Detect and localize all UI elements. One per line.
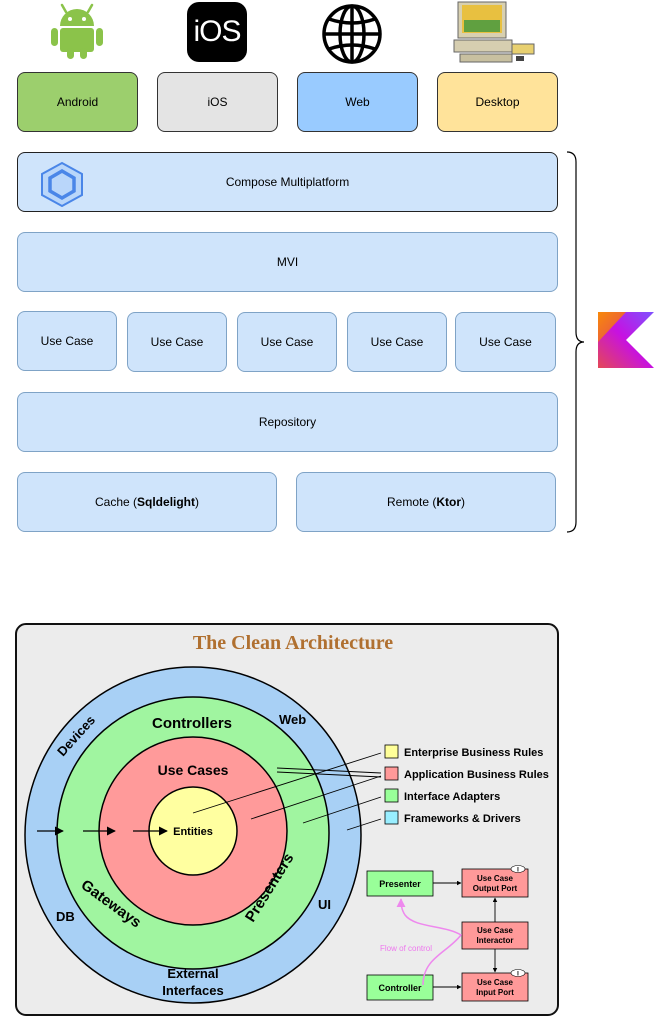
external-label-line1: External (167, 966, 218, 981)
use-case-label: Use Case (370, 335, 424, 349)
use-case-label: Use Case (40, 334, 94, 348)
legend-pointer-line (346, 818, 382, 831)
repository-label: Repository (258, 415, 317, 429)
kotlin-logo-icon (598, 312, 654, 368)
remote-prefix: Remote ( (386, 495, 437, 509)
legend-label-application: Application Business Rules (404, 769, 549, 781)
external-label-line2: Interfaces (162, 983, 223, 998)
use-case-box: Use Case (237, 312, 337, 372)
use-case-label: Use Case (479, 335, 532, 349)
interface-marker-label: I (517, 972, 519, 978)
controllers-label: Controllers (152, 715, 232, 732)
input-port-label-line2: Input Port (476, 988, 514, 997)
controller-box (366, 974, 434, 1001)
platform-web-label: Web (345, 95, 370, 109)
platform-desktop-label: Desktop (475, 95, 520, 109)
platform-ios-label: iOS (207, 95, 228, 109)
legend-pointer-line (192, 752, 382, 814)
cache-layer: Cache (Sqldelight) (17, 472, 277, 532)
legend-swatch-enterprise (384, 744, 399, 759)
web-label: Web (279, 712, 306, 727)
remote-label: Remote (Ktor) (387, 495, 465, 509)
platform-web-box: Web (297, 72, 418, 132)
remote-suffix: ) (461, 495, 466, 509)
controller-label: Controller (378, 983, 421, 993)
use-case-box: Use Case (17, 311, 117, 371)
remote-name: Ktor (436, 495, 462, 509)
legend-swatch-application (384, 766, 399, 781)
clean-architecture-diagram: The Clean Architecture Devices Web DB UI… (15, 623, 559, 1016)
globe-icon (322, 4, 382, 64)
compose-multiplatform-label: Compose Multiplatform (225, 175, 350, 189)
remote-layer: Remote (Ktor) (296, 472, 556, 532)
input-port-box (461, 972, 529, 1002)
ui-label: UI (318, 897, 331, 912)
ios-logo-text: iOS (193, 15, 241, 48)
mvi-layer: MVI (17, 232, 558, 292)
legend-label-frameworks: Frameworks & Drivers (404, 813, 521, 825)
presenter-label: Presenter (379, 879, 421, 889)
platform-desktop-box: Desktop (437, 72, 558, 132)
legend-label-interface-adapters: Interface Adapters (404, 791, 500, 803)
interactor-box (461, 921, 529, 950)
entities-label: Entities (173, 826, 213, 838)
use-case-box: Use Case (347, 312, 447, 372)
flow-of-control-label: Flow of control (380, 944, 432, 953)
presenter-box (366, 870, 434, 897)
legend-pointer-line (276, 771, 382, 778)
cache-label: Cache (Sqldelight) (95, 495, 199, 509)
interface-marker-icon (510, 865, 526, 873)
output-port-label-line2: Output Port (473, 884, 518, 893)
platform-android-box: Android (17, 72, 138, 132)
legend-pointer-line (276, 767, 382, 774)
legend-pointer-line (302, 796, 382, 824)
flow-of-control-curve (396, 898, 463, 986)
legend-swatch-frameworks (384, 810, 399, 825)
cache-name: Sqldelight (137, 495, 196, 509)
use-cases-label: Use Cases (158, 762, 229, 778)
interface-marker-icon (510, 969, 526, 977)
desktop-computer-icon (453, 1, 535, 63)
use-case-box: Use Case (127, 312, 227, 372)
mvi-label: MVI (276, 255, 299, 269)
legend-pointer-line (250, 775, 382, 820)
interactor-label-line1: Use Case (477, 926, 514, 935)
use-case-label: Use Case (260, 335, 314, 349)
legend-swatch-interface-adapters (384, 788, 399, 803)
repository-layer: Repository (17, 392, 558, 452)
platform-ios-box: iOS (157, 72, 278, 132)
diagram-title: The Clean Architecture (193, 632, 393, 654)
interactor-label-line2: Interactor (477, 936, 514, 945)
compose-multiplatform-layer: Compose Multiplatform (17, 152, 558, 212)
input-port-label-line1: Use Case (477, 978, 514, 987)
compose-multiplatform-logo-icon (41, 161, 83, 207)
interface-marker-label: I (517, 868, 519, 874)
legend-label-enterprise: Enterprise Business Rules (404, 747, 543, 759)
cache-prefix: Cache ( (94, 495, 138, 509)
platform-android-label: Android (56, 95, 99, 109)
output-port-box (461, 868, 529, 898)
output-port-label-line1: Use Case (477, 874, 514, 883)
db-label: DB (56, 909, 75, 924)
use-case-label: Use Case (150, 335, 204, 349)
use-case-box: Use Case (455, 312, 556, 372)
ios-logo-icon: iOS (187, 2, 247, 62)
cache-suffix: ) (195, 495, 200, 509)
android-icon (51, 3, 103, 59)
